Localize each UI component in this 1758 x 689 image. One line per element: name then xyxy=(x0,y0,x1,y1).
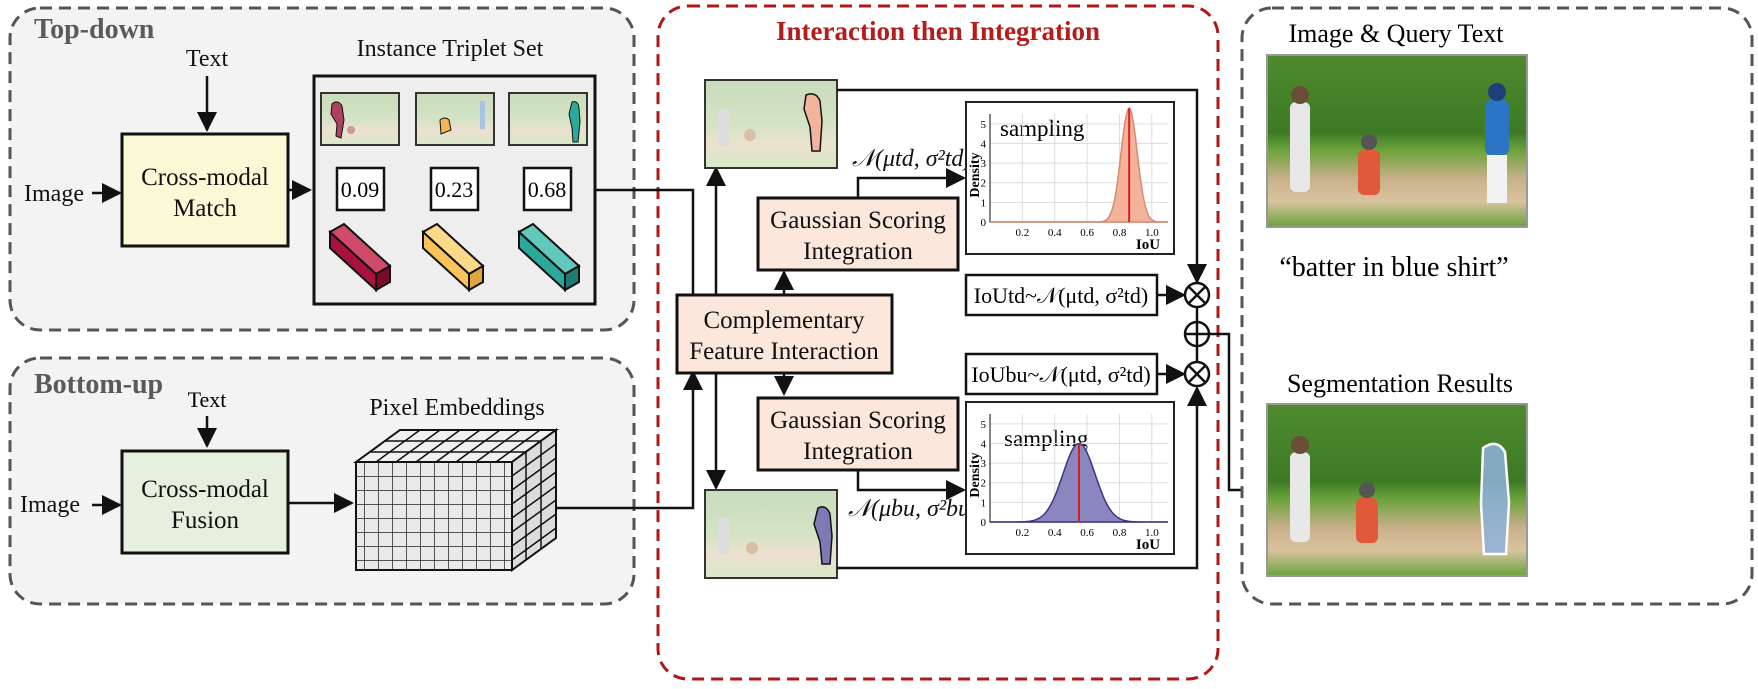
y-tick-label: 4 xyxy=(981,438,987,450)
gsi-bottom-line1: Gaussian Scoring xyxy=(770,407,946,434)
iou-td-box xyxy=(964,273,1159,317)
gsi-bottom-line2: Integration xyxy=(803,438,913,465)
cfi-line2: Feature Interaction xyxy=(689,338,879,365)
add-operator xyxy=(1183,320,1211,348)
multiply-operator-top xyxy=(1183,281,1211,309)
td-density-curve xyxy=(990,107,1168,223)
triplet-token-2 xyxy=(421,222,485,293)
bu-text-label: Text xyxy=(188,387,227,412)
density-plot-top: sampling Density IoU 0.2 0.4 0.6 0.8 1.0 0 1 2 3… xyxy=(965,101,1175,255)
y-tick-label: 2 xyxy=(981,178,987,190)
x-tick-label: 0.4 xyxy=(1048,527,1062,539)
bottom-up-title: Bottom-up xyxy=(34,369,163,400)
y-tick-label: 5 xyxy=(981,119,987,131)
plot-bottom-ylabel: Density xyxy=(968,452,983,497)
center-panel: Interaction then Integration Complementa… xyxy=(556,4,1264,681)
top-down-title: Top-down xyxy=(34,14,155,45)
center-title: Interaction then Integration xyxy=(776,16,1100,46)
y-tick-label: 1 xyxy=(981,197,987,209)
td-image-label: Image xyxy=(24,181,84,207)
score-2: 0.23 xyxy=(435,177,474,202)
fusion-box-line2: Fusion xyxy=(171,507,240,534)
x-tick-label: 1.0 xyxy=(1145,227,1159,239)
x-tick-label: 1.0 xyxy=(1145,527,1159,539)
x-tick-label: 0.6 xyxy=(1080,527,1094,539)
segmentation-results-title: Segmentation Results xyxy=(1287,369,1513,398)
segmentation-result-image xyxy=(1266,403,1528,577)
triplet-token-3 xyxy=(517,222,581,293)
gsi-top-line2: Integration xyxy=(803,238,913,265)
y-tick-label: 3 xyxy=(981,158,987,170)
x-tick-label: 0.2 xyxy=(1015,527,1029,539)
iou-td-label: IoUtd~𝒩(μtd, σ²td) xyxy=(974,283,1148,308)
right-panel: Image & Query Text “batter in blue shirt… xyxy=(1240,6,1754,606)
query-text: “batter in blue shirt” xyxy=(1279,252,1508,283)
pixel-embeddings-title: Pixel Embeddings xyxy=(369,395,544,421)
y-tick-label: 5 xyxy=(981,419,987,431)
triplet-set-title: Instance Triplet Set xyxy=(357,36,544,62)
plot-top-ylabel: Density xyxy=(968,152,983,197)
match-box-line1: Cross-modal xyxy=(141,164,269,191)
fusion-box-line1: Cross-modal xyxy=(141,476,269,503)
y-tick-label: 0 xyxy=(981,517,987,529)
bottom-up-panel: Bottom-up Text Image Cross-modal Fusion … xyxy=(8,356,636,606)
gsi-top-line1: Gaussian Scoring xyxy=(770,207,946,234)
x-tick-label: 0.8 xyxy=(1113,527,1127,539)
x-tick-label: 0.6 xyxy=(1080,227,1094,239)
pixel-embeddings-cube xyxy=(352,428,560,572)
td-text-label: Text xyxy=(186,46,229,72)
y-tick-label: 0 xyxy=(981,217,987,229)
gaussian-scoring-integration-top xyxy=(756,196,960,272)
match-box-line2: Match xyxy=(173,195,237,222)
score-3: 0.68 xyxy=(528,177,567,202)
iou-bu-label: IoUbu~𝒩(μtd, σ²td) xyxy=(971,362,1150,387)
top-down-mask-thumbnail xyxy=(704,79,838,169)
x-tick-label: 0.4 xyxy=(1048,227,1062,239)
gaussian-scoring-integration-bottom xyxy=(756,396,960,472)
dist-bu-label: 𝒩(μbu, σ²bu) xyxy=(848,496,978,522)
dist-td-label: 𝒩(μtd, σ²td) xyxy=(852,146,971,172)
triplet-token-1 xyxy=(328,222,392,293)
cross-modal-match-box xyxy=(120,132,290,248)
bu-image-label: Image xyxy=(20,492,80,518)
multiply-operator-bottom xyxy=(1183,360,1211,388)
plot-top-annotation: sampling xyxy=(1000,116,1085,141)
input-image xyxy=(1266,54,1528,228)
triplet-thumb-2 xyxy=(415,92,495,146)
score-1: 0.09 xyxy=(341,177,380,202)
plot-top-xlabel: IoU xyxy=(1136,237,1160,253)
image-query-title: Image & Query Text xyxy=(1288,19,1504,48)
triplet-thumb-3 xyxy=(508,92,588,146)
triplet-thumb-1 xyxy=(320,92,400,146)
y-tick-label: 3 xyxy=(981,458,987,470)
plot-bottom-xlabel: IoU xyxy=(1136,537,1160,553)
x-tick-label: 0.8 xyxy=(1113,227,1127,239)
x-tick-label: 0.2 xyxy=(1015,227,1029,239)
bottom-up-mask-thumbnail xyxy=(704,489,838,579)
cfi-line1: Complementary xyxy=(703,307,865,334)
y-tick-label: 1 xyxy=(981,497,987,509)
y-tick-label: 2 xyxy=(981,478,987,490)
y-tick-label: 4 xyxy=(981,138,987,150)
top-down-panel: Top-down Text Image Cross-modal Match In… xyxy=(8,6,636,332)
